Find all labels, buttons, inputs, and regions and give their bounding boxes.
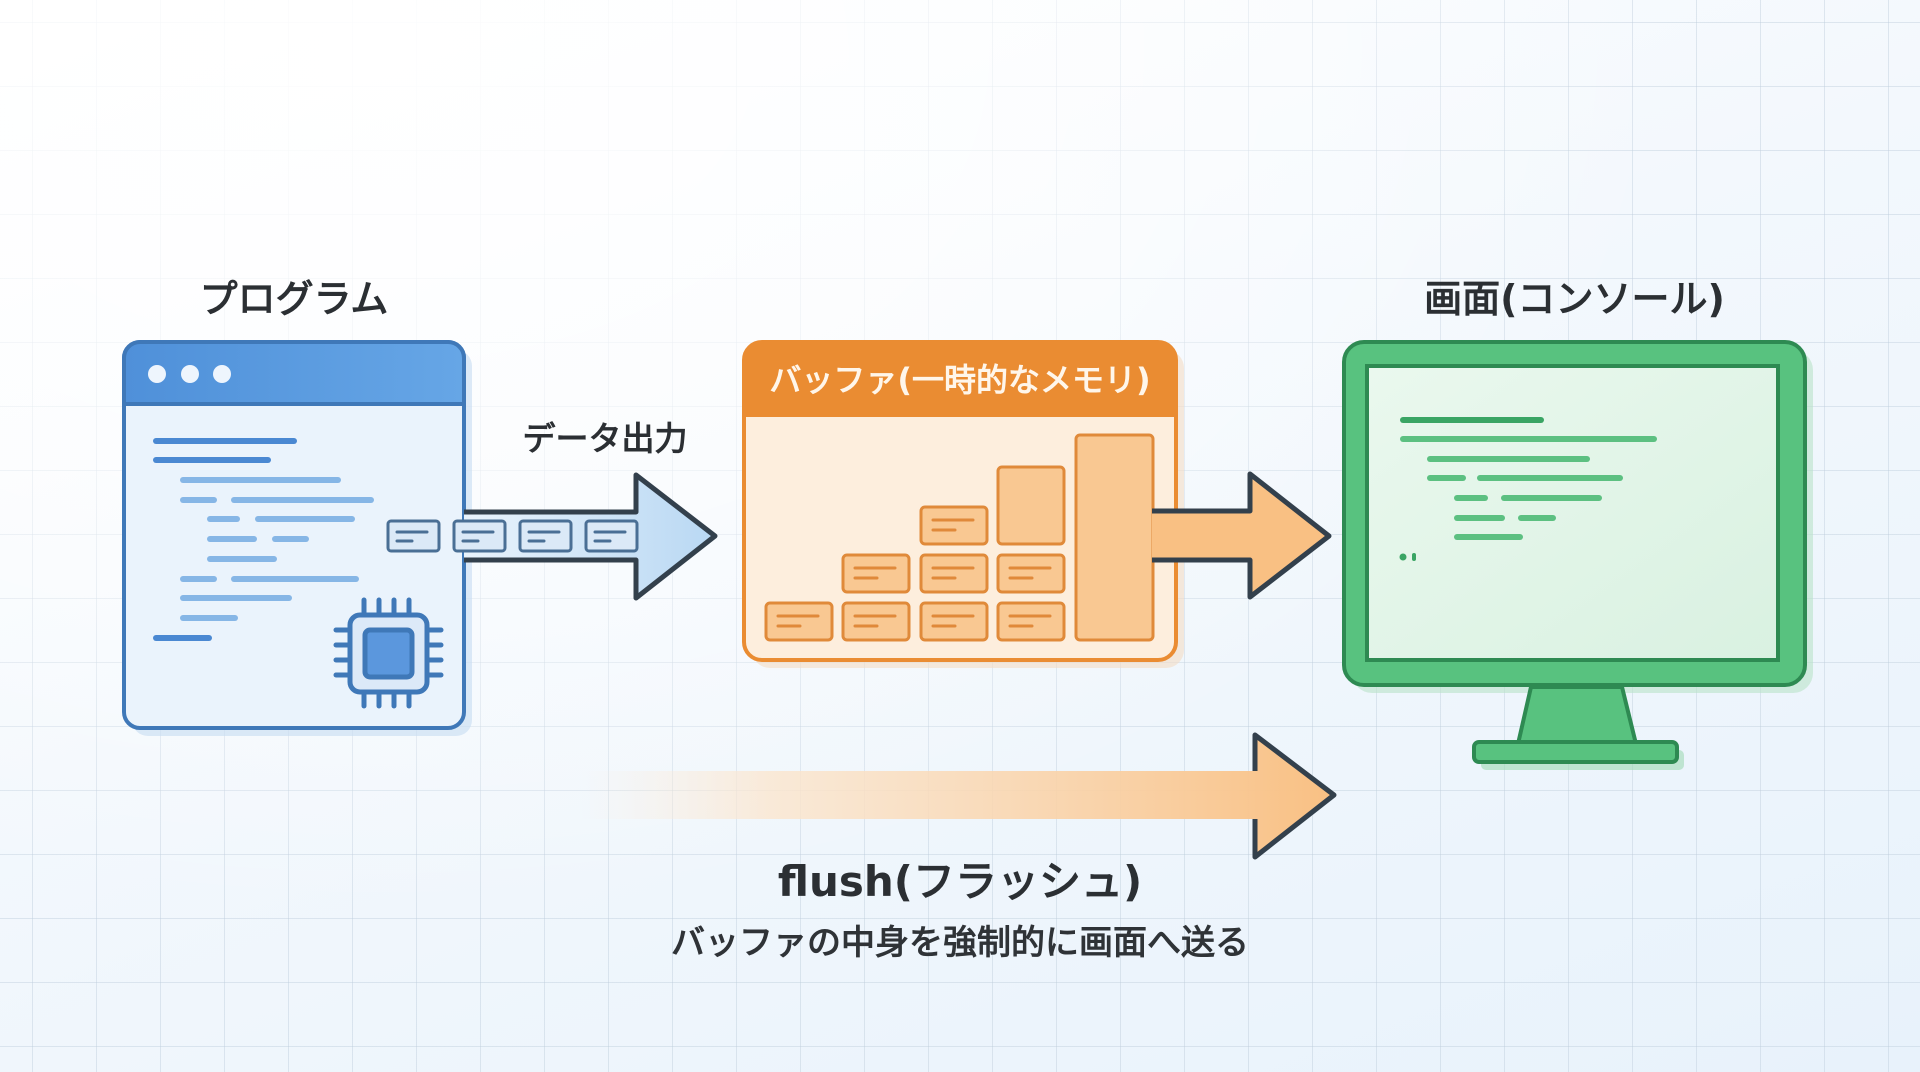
flush-title: flush(フラッシュ) bbox=[777, 857, 1143, 906]
console-title: 画面(コンソール) bbox=[1424, 277, 1725, 321]
window-dot-icon bbox=[213, 365, 231, 383]
buffer-data-block bbox=[841, 601, 911, 642]
console-output-lines bbox=[1400, 417, 1657, 540]
buffer-title: バッファ(一時的なメモリ) bbox=[769, 361, 1151, 399]
monitor-neck bbox=[1516, 685, 1638, 746]
program-window bbox=[122, 340, 472, 736]
buffer-titlebar bbox=[744, 342, 1176, 417]
buffer-data-block bbox=[919, 505, 989, 546]
monitor-icon bbox=[1342, 340, 1813, 770]
data-packet-icon bbox=[452, 519, 507, 553]
buffer-data-block bbox=[919, 601, 989, 642]
console-cursor-icon bbox=[1412, 553, 1416, 561]
buffer-full-block bbox=[1074, 433, 1155, 642]
data-packet-icon bbox=[584, 519, 639, 553]
flush-arrow bbox=[580, 732, 1337, 860]
data-packet-icon bbox=[518, 519, 573, 553]
program-title: プログラム bbox=[199, 277, 389, 321]
cpu-chip-icon bbox=[333, 597, 444, 709]
buffer-data-block bbox=[919, 553, 989, 594]
window-dot-icon bbox=[181, 365, 199, 383]
buffer-data-block bbox=[996, 553, 1066, 594]
buffer-box bbox=[742, 340, 1184, 668]
buffer-to-console-arrow bbox=[1152, 471, 1332, 600]
flush-description: バッファの中身を強制的に画面へ送る bbox=[671, 923, 1249, 963]
buffer-large-block bbox=[996, 465, 1066, 546]
buffer-blocks bbox=[764, 433, 1155, 642]
data-output-label: データ出力 bbox=[522, 419, 688, 458]
data-output-arrow bbox=[386, 472, 718, 601]
code-lines bbox=[153, 438, 374, 641]
window-dot-icon bbox=[148, 365, 166, 383]
buffer-data-block bbox=[841, 553, 911, 594]
buffer-data-block bbox=[764, 601, 834, 642]
data-packet-icon bbox=[386, 519, 441, 553]
monitor-screen bbox=[1365, 364, 1780, 662]
monitor-base bbox=[1472, 740, 1679, 764]
program-window-titlebar bbox=[122, 340, 466, 406]
buffer-data-block bbox=[996, 601, 1066, 642]
data-packets bbox=[386, 519, 639, 553]
console-cursor-icon bbox=[1399, 553, 1407, 561]
